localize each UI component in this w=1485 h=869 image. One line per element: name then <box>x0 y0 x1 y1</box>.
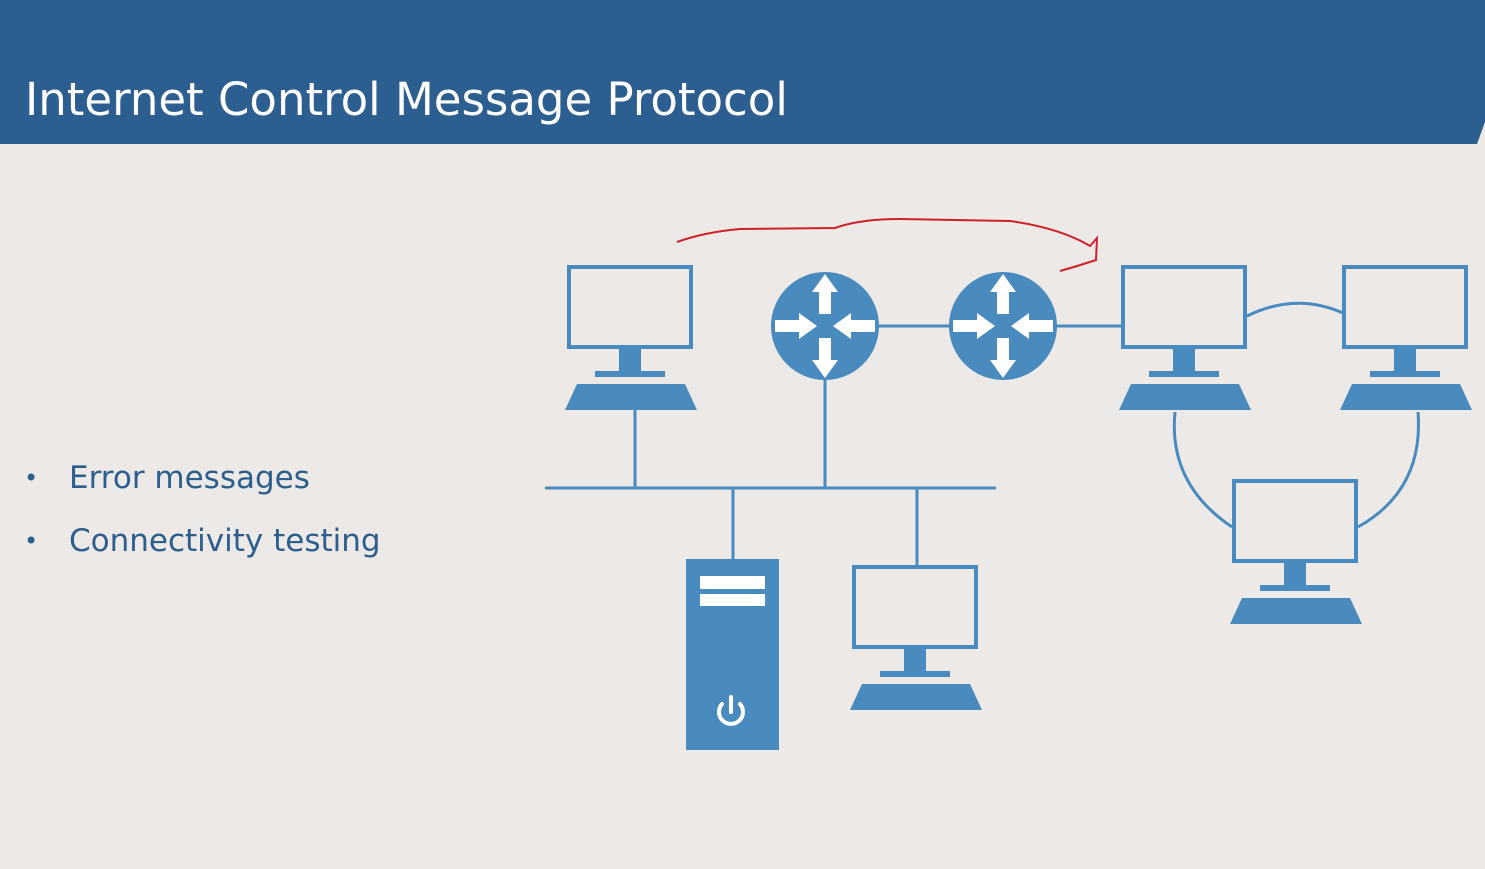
bullet-text: Connectivity testing <box>69 523 381 559</box>
desktop-computer-icon <box>563 265 699 412</box>
slide-header: Internet Control Message Protocol <box>0 0 1485 144</box>
connection-lines <box>545 301 1420 567</box>
desktop-computer-icon <box>1338 265 1474 412</box>
bullet-dot-icon: • <box>24 527 39 555</box>
bullet-list: • Error messages • Connectivity testing <box>24 455 381 581</box>
router-icon <box>771 272 879 380</box>
desktop-computer-icon <box>1117 265 1253 412</box>
header-banner <box>0 0 1485 144</box>
server-tower-icon <box>686 559 779 750</box>
bullet-item: • Error messages <box>24 455 381 518</box>
slide-title: Internet Control Message Protocol <box>25 73 788 126</box>
bullet-dot-icon: • <box>24 464 39 492</box>
bullet-text: Error messages <box>69 460 310 496</box>
desktop-computer-icon <box>1228 479 1364 626</box>
router-icon <box>949 272 1057 380</box>
bullet-item: • Connectivity testing <box>24 518 381 581</box>
desktop-computer-icon <box>848 565 984 712</box>
annotation-arrow <box>676 217 1099 272</box>
